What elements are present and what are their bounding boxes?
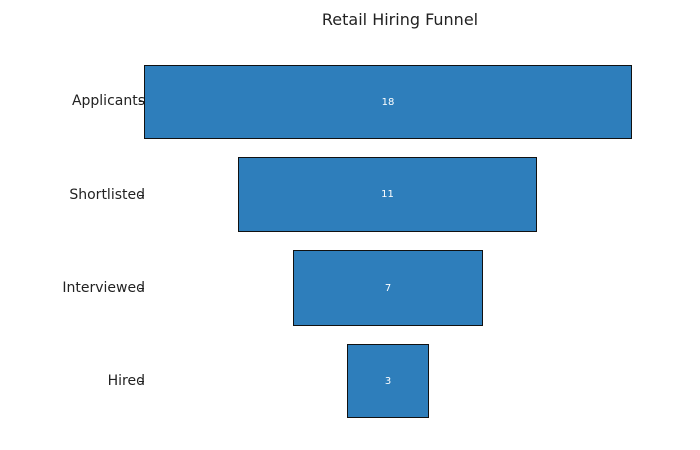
y-tick — [139, 288, 144, 289]
category-label-applicants: Applicants — [71, 93, 145, 109]
bar-value-label: 3 — [384, 375, 392, 387]
y-tick — [139, 101, 144, 102]
category-label-hired: Hired — [107, 373, 145, 389]
category-label-interviewed: Interviewed — [62, 280, 145, 296]
funnel-bar-shortlisted: 11 — [238, 157, 537, 232]
bar-value-label: 7 — [384, 282, 392, 294]
bar-value-label: 11 — [381, 189, 394, 200]
funnel-bar-interviewed: 7 — [293, 250, 483, 326]
y-tick — [139, 195, 144, 196]
bar-value-label: 18 — [381, 96, 395, 108]
funnel-bar-applicants: 18 — [144, 65, 632, 139]
y-tick — [139, 381, 144, 382]
chart-title: Retail Hiring Funnel — [321, 10, 479, 29]
funnel-bar-hired: 3 — [347, 344, 429, 418]
category-label-shortlisted: Shortlisted — [69, 187, 145, 203]
